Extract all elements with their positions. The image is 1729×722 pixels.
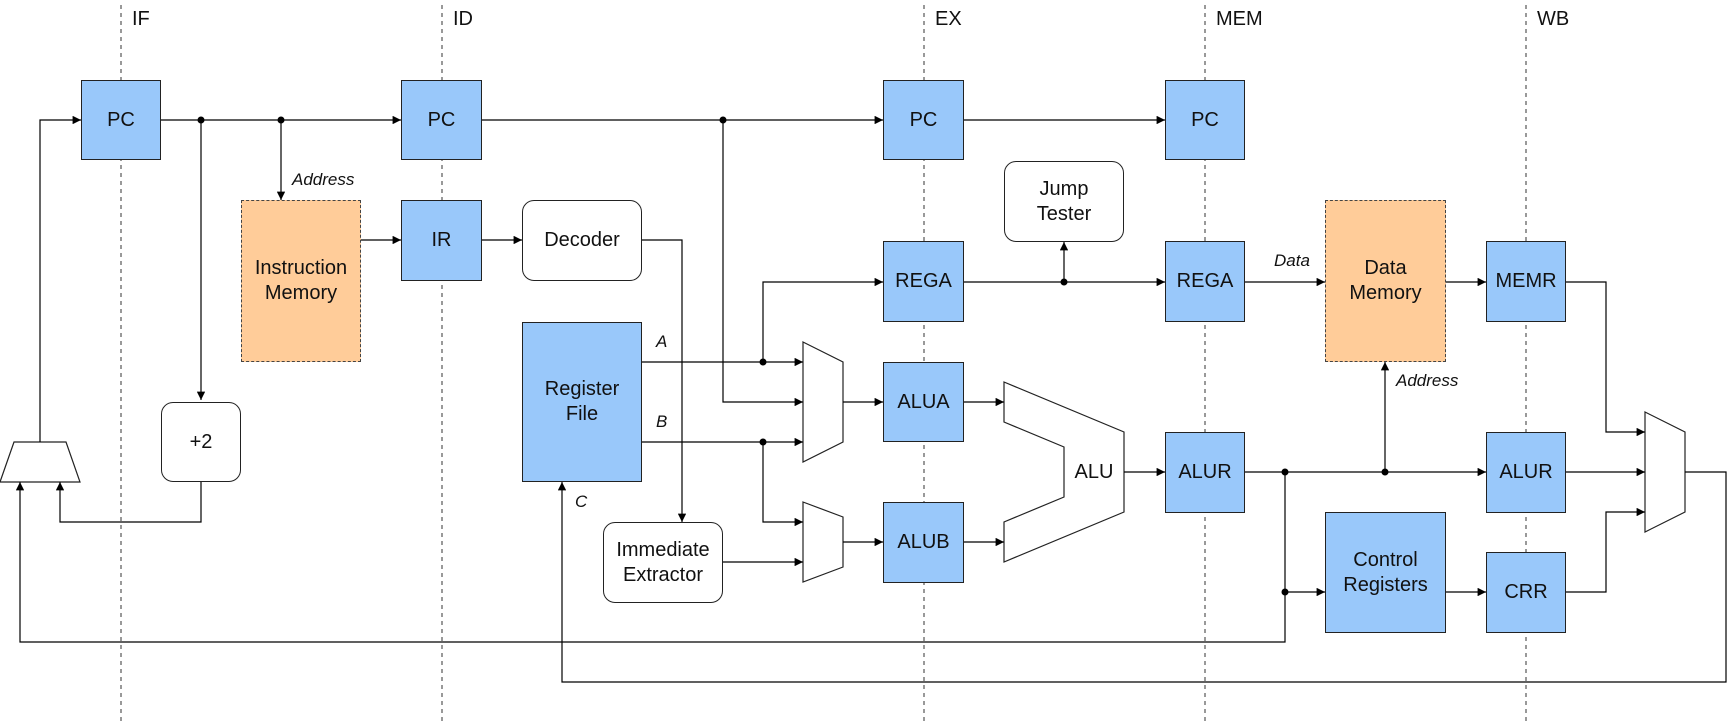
immediate-extractor-unit: Immediate Extractor — [603, 522, 723, 603]
dm-data-label: Data — [1274, 251, 1310, 270]
dm-address-label: Address — [1396, 371, 1459, 390]
decoder-unit: Decoder — [522, 200, 642, 281]
id-pc-register: PC — [401, 80, 482, 160]
alub-register: ALUB — [883, 502, 964, 583]
wire-wb-to-register-file — [557, 471, 1727, 683]
alua-register: ALUA — [883, 362, 964, 442]
stage-label-if: IF — [132, 8, 150, 30]
mem-pc-register: PC — [1165, 80, 1245, 160]
data-memory: Data Memory — [1325, 200, 1446, 362]
control-registers: Control Registers — [1325, 512, 1446, 633]
wire-rf-a-to-rega — [762, 277, 883, 362]
rf-port-b-label: B — [656, 412, 668, 431]
plus-two-unit: +2 — [161, 402, 241, 482]
alu-a-mux — [802, 341, 844, 463]
if-pc-register: PC — [81, 80, 161, 160]
wb-alur-register: ALUR — [1486, 432, 1566, 513]
wire-alur-to-control-registers — [1284, 472, 1325, 597]
ex-pc-register: PC — [883, 80, 964, 160]
ir-register: IR — [401, 200, 482, 281]
wb-mux — [1644, 411, 1686, 533]
stage-label-wb: WB — [1537, 8, 1570, 30]
jump-tester-unit: Jump Tester — [1004, 161, 1124, 242]
alu-b-mux — [802, 501, 844, 583]
instruction-memory: Instruction Memory — [241, 200, 361, 362]
im-address-label: Address — [292, 170, 355, 189]
wire-memr-to-wb-mux — [1566, 281, 1645, 437]
rf-port-a-label: A — [656, 332, 668, 351]
stage-label-ex: EX — [935, 8, 962, 30]
wire-plus2-to-mux — [55, 482, 202, 523]
memr-register: MEMR — [1486, 241, 1566, 322]
mem-alur-register: ALUR — [1165, 432, 1245, 513]
wire-mux-to-if-pc — [39, 115, 81, 442]
wire-crr-to-wb-mux — [1566, 507, 1645, 593]
stage-label-mem: MEM — [1216, 8, 1263, 30]
crr-register: CRR — [1486, 552, 1566, 633]
wire-alur-to-pc-mux — [15, 482, 1286, 643]
wire-decoder-to-imm — [642, 239, 687, 522]
wire-id-pc-to-alu-a-mux — [722, 120, 803, 407]
rf-port-c-label: C — [575, 492, 588, 511]
register-file: Register File — [522, 322, 642, 482]
stage-label-id: ID — [453, 8, 473, 30]
ex-rega-register: REGA — [883, 241, 964, 322]
pc-mux — [0, 441, 81, 483]
wire-rf-b-to-alu-b-mux — [762, 442, 803, 527]
alu-label: ALU — [1074, 460, 1114, 483]
mem-rega-register: REGA — [1165, 241, 1245, 322]
junctions — [197, 116, 1389, 596]
alu-shape — [1003, 381, 1125, 563]
